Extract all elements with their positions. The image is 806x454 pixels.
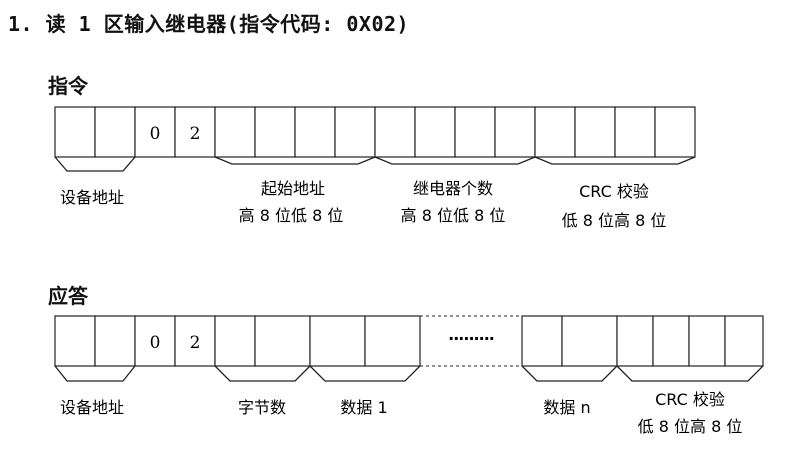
bracket-data-n	[521, 365, 618, 382]
response-cell	[561, 315, 618, 367]
label-crc-sub: 低 8 位高 8 位	[638, 417, 743, 436]
command-cell	[334, 106, 376, 158]
label-crc: CRC 校验	[655, 390, 725, 409]
continuation-ellipsis: ·········	[448, 329, 494, 348]
label-device-address: 设备地址	[60, 398, 124, 417]
label-start-address: 起始地址	[261, 179, 325, 198]
bracket-relay-count	[374, 156, 536, 165]
bracket-start-address	[214, 156, 376, 165]
command-cell-value: 2	[190, 124, 201, 144]
label-relay-count: 继电器个数	[413, 179, 493, 198]
command-cell-value: 0	[150, 124, 161, 144]
command-cell	[94, 106, 136, 158]
command-cell	[614, 106, 656, 158]
response-heading: 应答	[48, 284, 88, 308]
label-crc-sub: 低 8 位高 8 位	[562, 211, 667, 230]
command-heading: 指令	[48, 74, 88, 98]
response-cell	[254, 315, 311, 367]
command-cell	[174, 106, 216, 158]
bracket-data-1	[309, 365, 421, 382]
command-cell	[574, 106, 616, 158]
bracket-byte-count	[214, 365, 311, 382]
response-cell	[724, 315, 764, 367]
command-cell	[654, 106, 696, 158]
response-cell	[616, 315, 654, 367]
bracket-device-address	[54, 156, 136, 172]
label-data-1: 数据 1	[340, 398, 387, 417]
label-relay-count-sub: 高 8 位低 8 位	[401, 206, 506, 225]
command-cell	[54, 106, 96, 158]
response-cell	[652, 315, 690, 367]
command-cell	[414, 106, 456, 158]
response-cell	[688, 315, 726, 367]
label-crc: CRC 校验	[579, 182, 649, 201]
response-brackets	[54, 365, 764, 382]
response-cell	[521, 315, 563, 367]
response-cell	[134, 315, 176, 367]
command-cell	[214, 106, 256, 158]
response-cell	[94, 315, 136, 367]
label-data-n: 数据 n	[543, 398, 590, 417]
bracket-crc	[616, 365, 764, 382]
page-title: 1. 读 1 区输入继电器(指令代码: 0X02)	[8, 12, 410, 36]
label-start-address-sub: 高 8 位低 8 位	[239, 206, 344, 225]
command-frame-row: 0 2	[54, 106, 696, 158]
response-cell	[309, 315, 366, 367]
label-byte-count: 字节数	[238, 398, 286, 417]
bracket-device-address	[54, 365, 136, 382]
command-cell	[294, 106, 336, 158]
response-cell	[174, 315, 216, 367]
command-cell	[454, 106, 496, 158]
response-cell-value: 2	[190, 333, 201, 353]
response-cell	[54, 315, 96, 367]
command-cell	[374, 106, 416, 158]
bracket-crc	[534, 156, 696, 165]
command-cell	[254, 106, 296, 158]
command-brackets	[54, 156, 696, 172]
response-cell-value: 0	[150, 333, 161, 353]
command-cell	[534, 106, 576, 158]
command-cell	[494, 106, 536, 158]
label-device-address: 设备地址	[60, 188, 124, 207]
response-frame-row: 0 2 ·········	[54, 315, 764, 367]
response-cell	[214, 315, 256, 367]
response-cell	[364, 315, 421, 367]
